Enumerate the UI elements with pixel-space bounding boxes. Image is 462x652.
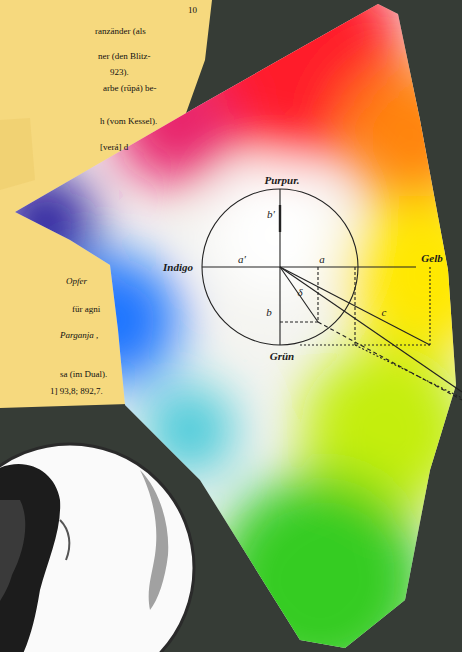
portrait-stroke — [60, 520, 69, 560]
vector-letter: c — [382, 306, 387, 318]
portrait-frame — [0, 444, 194, 652]
construction — [202, 189, 462, 400]
vector-letter: a — [319, 253, 325, 265]
indigo-area — [0, 172, 95, 272]
vector-letter: δ — [297, 286, 302, 298]
color-name: Grün — [270, 350, 294, 362]
paper-line: Opfer — [66, 277, 87, 287]
green-area — [215, 475, 425, 652]
color-name: Indigo — [163, 261, 193, 273]
vector-c — [280, 267, 430, 345]
portrait-disc — [0, 444, 194, 652]
color-name: Purpur. — [264, 174, 299, 186]
dashed-line — [317, 267, 318, 322]
paper-line: [verá] d — [100, 143, 128, 153]
orange-area — [340, 65, 462, 205]
paper-line: ranzänder (als — [95, 27, 146, 37]
vector-letter: b′ — [267, 208, 275, 220]
paper-line: h (vom Kessel). — [100, 117, 157, 127]
paper-line: ner (den Blitz- — [98, 52, 150, 62]
vector-letter: b — [266, 306, 272, 318]
paper-line: 1] 93,8; 892,7. — [50, 387, 103, 397]
paper-line: für agni — [72, 305, 100, 315]
dashed-line — [280, 321, 318, 322]
horizontal-axis — [202, 266, 416, 267]
b-prime-segment — [279, 205, 281, 232]
paper-line: arbe (rūpá) be- — [103, 84, 156, 94]
dashed-line — [318, 322, 462, 400]
dotted-line — [300, 344, 430, 345]
blue-area — [50, 255, 180, 385]
vector-line — [280, 267, 462, 392]
vector-letter: a′ — [238, 253, 246, 265]
dotted-line — [429, 267, 430, 345]
paper-line: sa (im Dual). — [60, 370, 107, 380]
paper-stain — [0, 118, 35, 190]
dashed-line — [354, 267, 355, 345]
color-name: Gelb — [421, 252, 442, 264]
portrait-shade — [140, 470, 168, 610]
portrait — [0, 464, 168, 652]
dotted-line — [355, 345, 462, 398]
page-number: 10 — [188, 6, 197, 16]
paper-line: 923). — [110, 68, 129, 78]
hair-shade — [0, 500, 25, 610]
cyan-area — [145, 385, 235, 475]
delta-vector — [280, 267, 318, 322]
hair — [0, 464, 60, 652]
paper-line: Parganja , — [60, 331, 98, 341]
